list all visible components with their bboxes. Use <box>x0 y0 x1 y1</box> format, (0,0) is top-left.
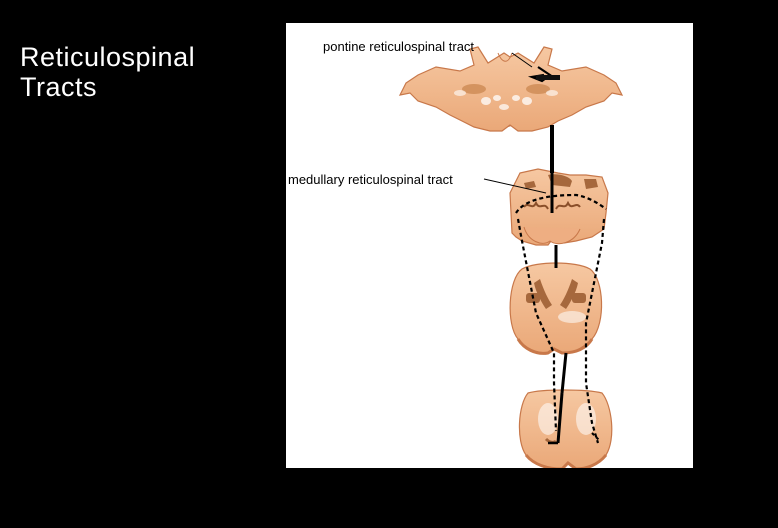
diagram-svg: pontine reticulospinal tract medullary r… <box>288 39 624 468</box>
pons-section <box>398 46 624 132</box>
title-line-1: Reticulospinal <box>20 42 196 72</box>
medullary-pointer <box>483 178 547 194</box>
pontine-pointer <box>511 52 533 68</box>
pontine-tract-label: pontine reticulospinal tract <box>323 39 474 54</box>
tract-lines <box>516 125 606 445</box>
slide-title: Reticulospinal Tracts <box>20 42 270 102</box>
medulla-section <box>509 168 609 246</box>
cervical-cord-section <box>509 262 603 355</box>
medullary-tract-label: medullary reticulospinal tract <box>288 172 453 187</box>
reticulospinal-diagram: pontine reticulospinal tract medullary r… <box>286 23 693 468</box>
thoracic-cord-section <box>518 389 613 468</box>
title-line-2: Tracts <box>20 72 97 102</box>
